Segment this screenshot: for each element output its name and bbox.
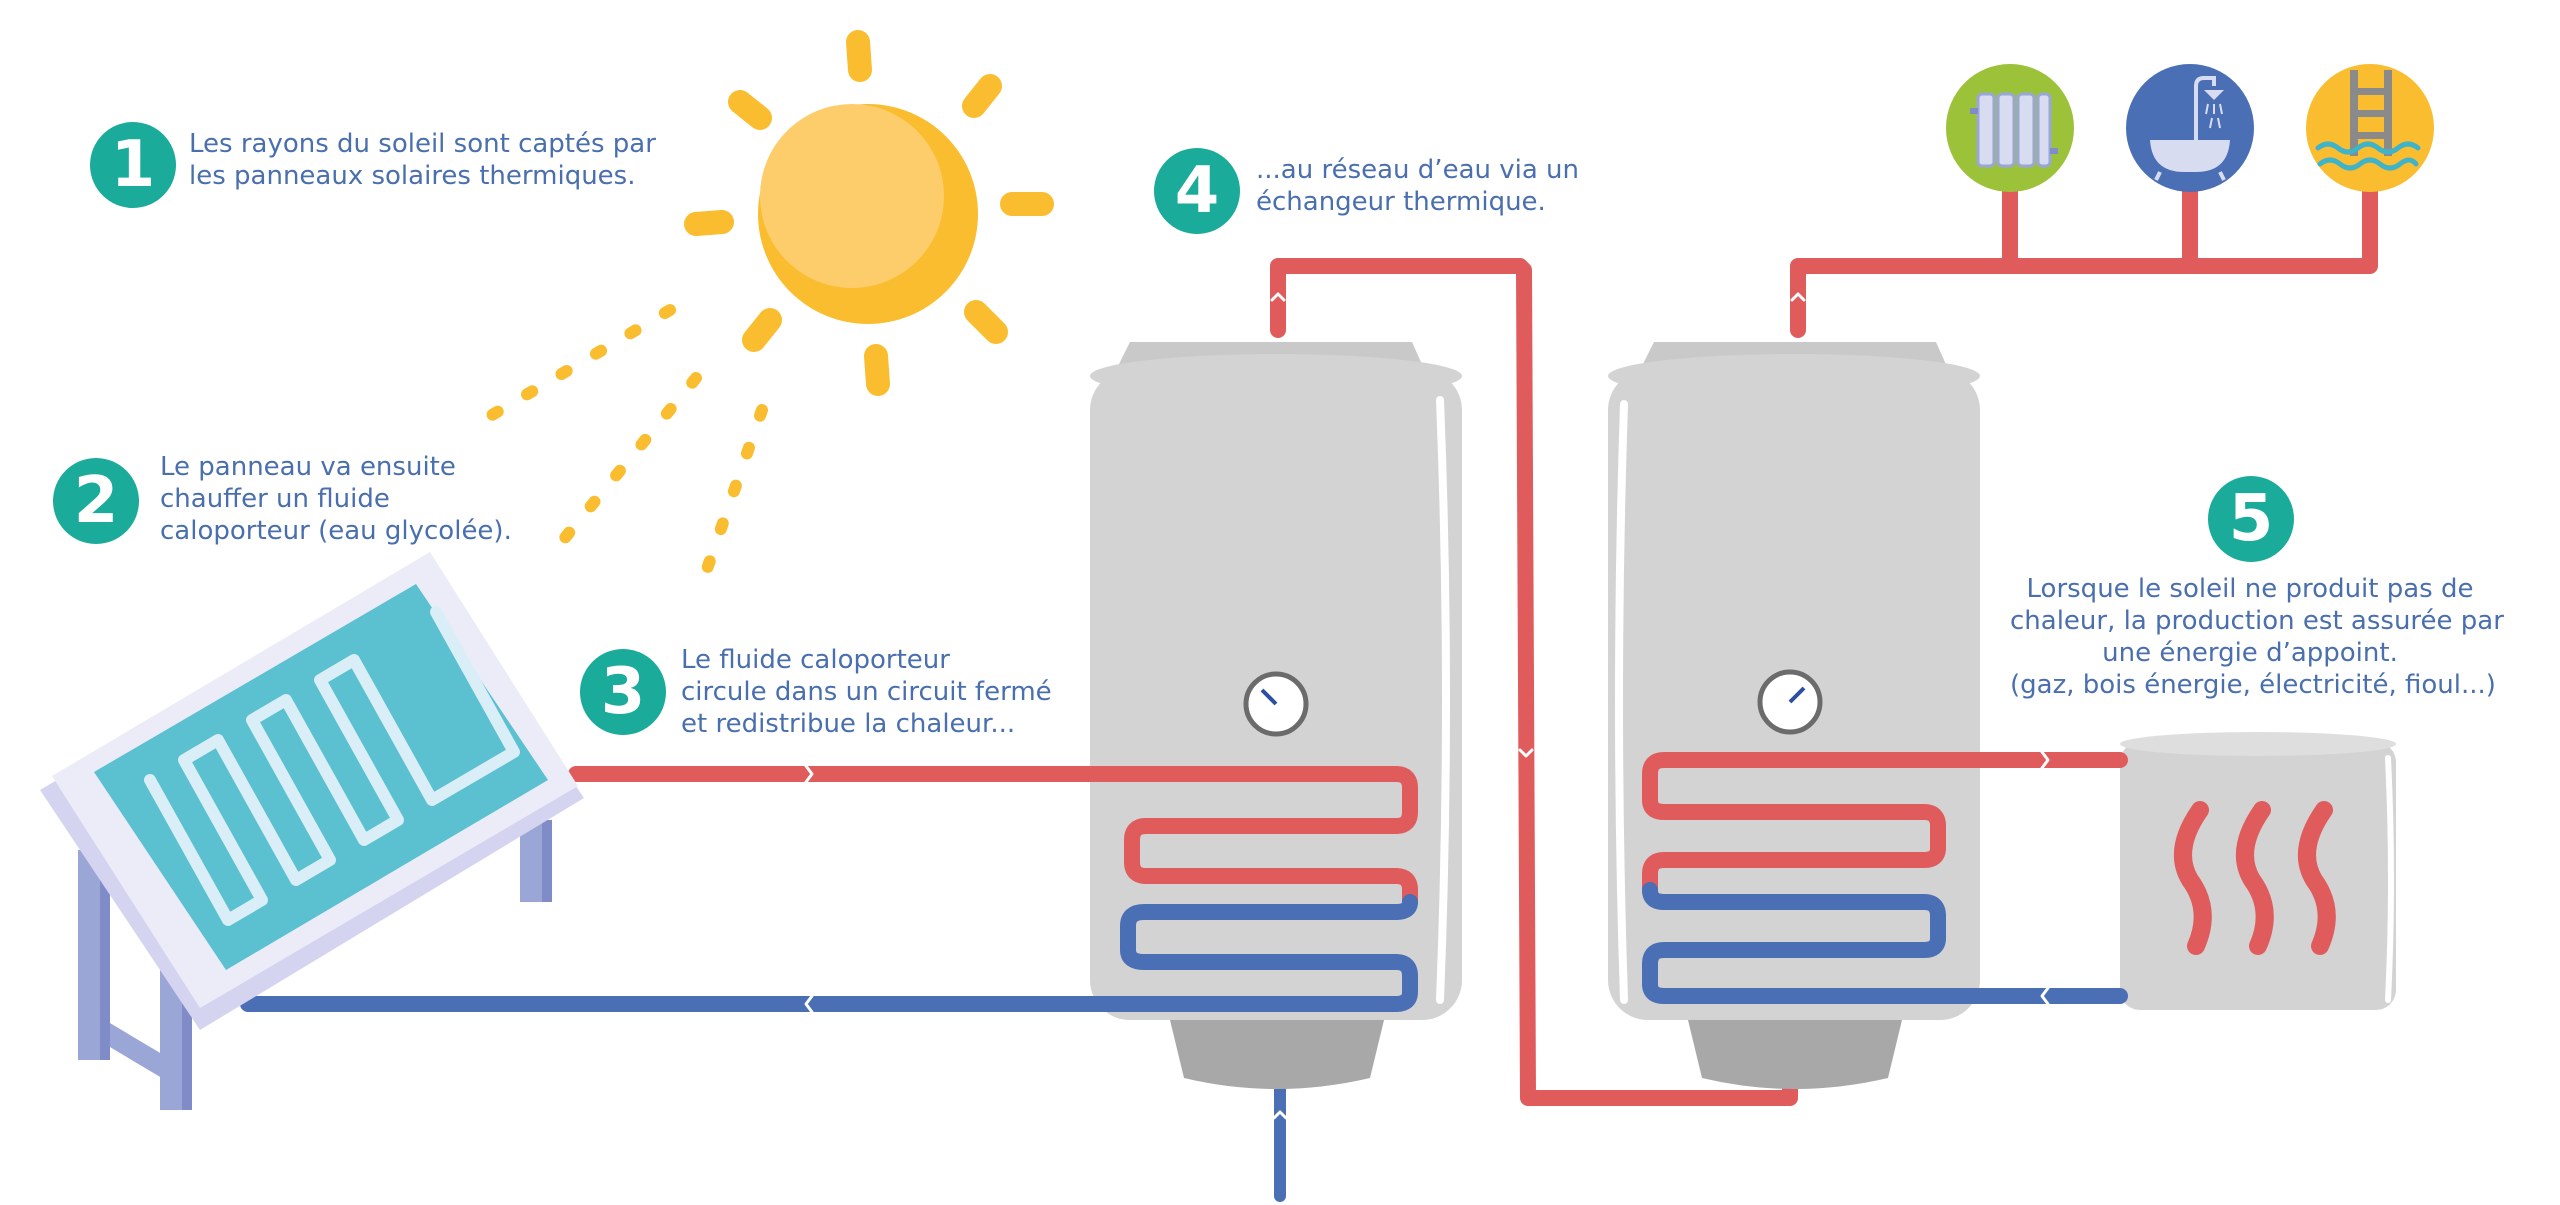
step-2-badge: 2 bbox=[53, 458, 139, 544]
heat-waves-icon bbox=[2174, 801, 2336, 955]
gauge-icon bbox=[1243, 671, 1309, 737]
radiator-icon bbox=[1946, 64, 2074, 192]
heat-exchanger-coils bbox=[240, 292, 2128, 1120]
pool-ladder-icon bbox=[2306, 64, 2434, 192]
gauge-icon bbox=[1757, 669, 1823, 735]
step-4-text: ...au réseau d’eau via un échangeur ther… bbox=[1256, 155, 1580, 217]
pipes bbox=[1270, 172, 2378, 1202]
step-3-text: Le fluide caloporteur circule dans un ci… bbox=[681, 645, 1052, 739]
step-2-text: Le panneau va ensuite chauffer un fluide… bbox=[160, 452, 512, 546]
step-1-badge: 1 bbox=[90, 122, 176, 208]
storage-tank-1 bbox=[1090, 342, 1462, 1089]
storage-tank-2 bbox=[1608, 342, 1980, 1089]
step-5-badge: 5 bbox=[2208, 476, 2294, 562]
step-1-text: Les rayons du soleil sont captés par les… bbox=[189, 129, 656, 191]
sun-icon bbox=[464, 30, 1054, 578]
step-4-badge: 4 bbox=[1154, 148, 1240, 234]
step-3-badge: 3 bbox=[580, 649, 666, 735]
shower-bathtub-icon bbox=[2126, 64, 2254, 192]
auxiliary-heater bbox=[2120, 732, 2396, 1010]
solar-panel-icon bbox=[40, 552, 584, 1110]
step-5-text: Lorsque le soleil ne produit pas de chal… bbox=[2010, 574, 2504, 700]
